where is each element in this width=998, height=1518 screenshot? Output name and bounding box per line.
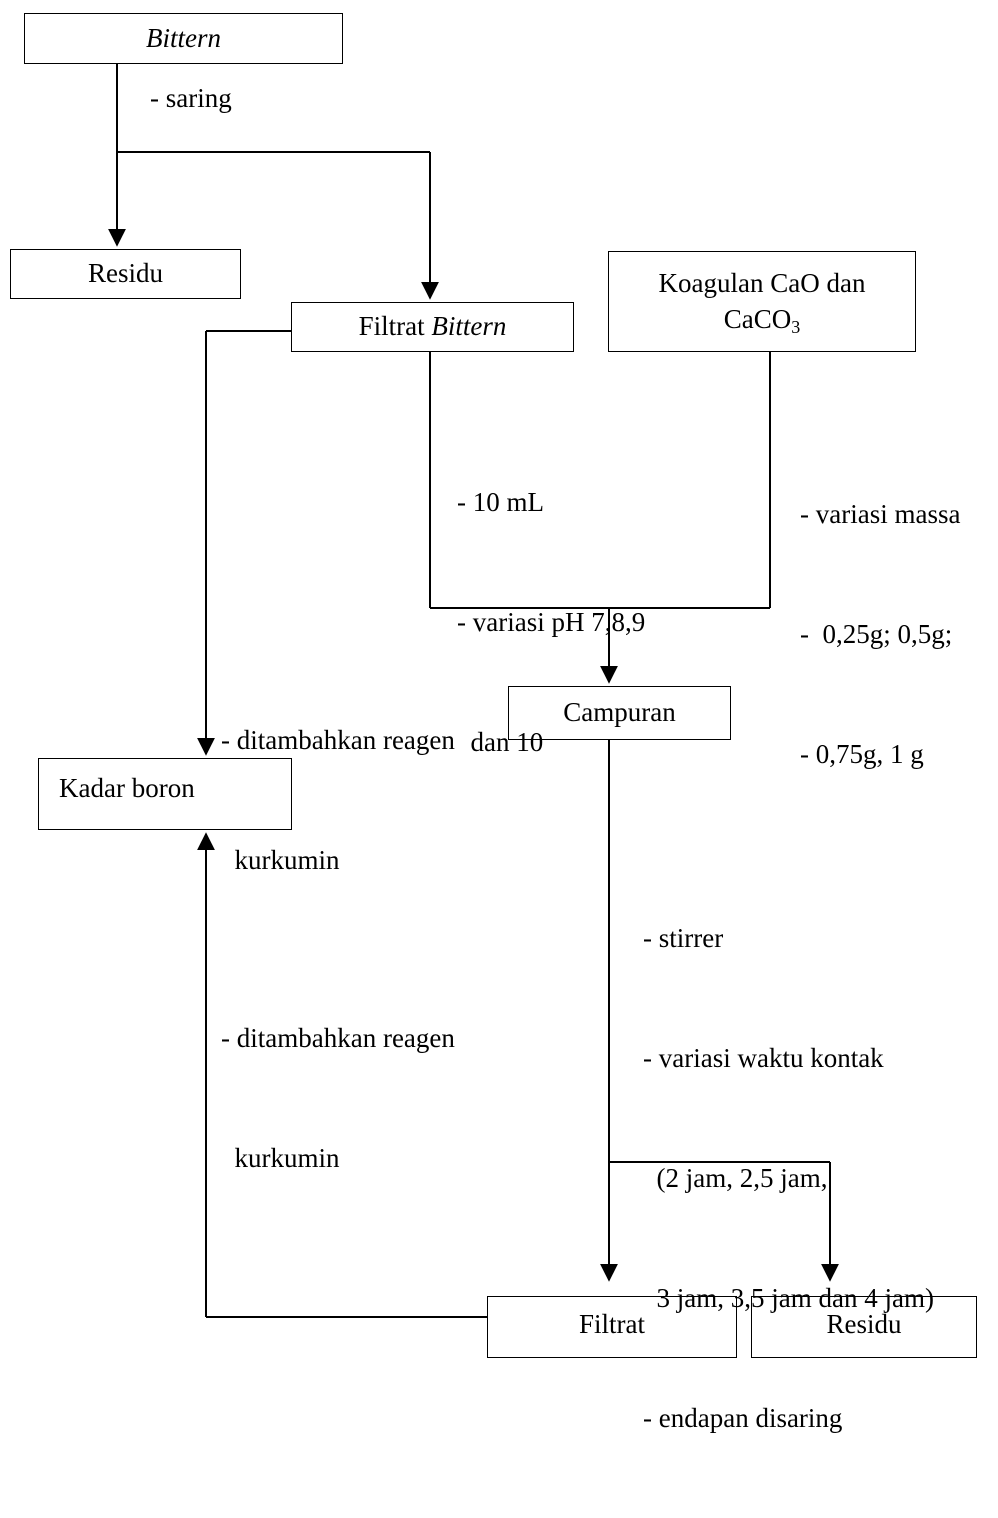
reagen-bottom-note: - ditambahkan reagen kurkumin	[221, 938, 455, 1258]
connector-lines	[108, 63, 839, 1318]
bittern-box: Bittern	[24, 13, 343, 64]
reagen-top-note: - ditambahkan reagen kurkumin	[221, 640, 455, 960]
residu-bottom-label: Residu	[826, 1309, 902, 1339]
saring-note: - saring	[150, 78, 232, 118]
reagen-top-line: kurkumin	[221, 845, 340, 875]
residu-top-box: Residu	[10, 249, 241, 299]
filtrat-bittern-prefix: Filtrat	[358, 311, 432, 342]
koagulan-formula-subscript: 3	[791, 316, 801, 337]
filtrat-step: - variasi pH 7,8,9	[457, 607, 646, 637]
filtrat-label: Filtrat	[579, 1309, 645, 1339]
reagen-top-line: - ditambahkan reagen	[221, 725, 455, 755]
filtrat-step: - 10 mL	[457, 487, 544, 517]
reagen-bottom-line: - ditambahkan reagen	[221, 1023, 455, 1053]
massa-step: - variasi massa	[800, 499, 961, 529]
filtrat-steps-note: - 10 mL - variasi pH 7,8,9 dan 10	[457, 402, 645, 842]
koagulan-line1: Koagulan CaO dan	[658, 268, 866, 299]
campuran-label: Campuran	[563, 697, 676, 728]
kadar-boron-box: Kadar boron	[38, 758, 292, 830]
koagulan-formula-base: CaCO	[723, 303, 792, 334]
campuran-step: - endapan disaring	[643, 1403, 843, 1433]
filtrat-bittern-label: Filtrat Bittern	[359, 309, 507, 344]
massa-steps-note: - variasi massa - 0,25g; 0,5g; - 0,75g, …	[800, 414, 960, 854]
massa-step: - 0,25g; 0,5g;	[800, 619, 953, 649]
campuran-box: Campuran	[508, 686, 731, 740]
campuran-steps-note: - stirrer - variasi waktu kontak (2 jam,…	[643, 838, 934, 1518]
filtrat-bittern-box: Filtrat Bittern	[291, 302, 574, 352]
kadar-boron-label: Kadar boron	[59, 773, 195, 803]
campuran-step: (2 jam, 2,5 jam,	[643, 1163, 828, 1193]
campuran-step: 3 jam, 3,5 jam dan 4 jam)	[643, 1283, 934, 1313]
campuran-step: - variasi waktu kontak	[643, 1043, 884, 1073]
residu-bottom-box: Residu	[751, 1296, 977, 1358]
filtrat-box: Filtrat	[487, 1296, 737, 1358]
filtrat-step: dan 10	[457, 727, 544, 757]
koagulan-box: Koagulan CaO dan CaCO3	[608, 251, 916, 352]
reagen-bottom-line: kurkumin	[221, 1143, 340, 1173]
bittern-label: Bittern	[146, 22, 221, 53]
massa-step: - 0,75g, 1 g	[800, 739, 924, 769]
flowchart: Bittern Residu Filtrat Bittern Koagulan …	[10, 13, 977, 1433]
campuran-step: - stirrer	[643, 923, 724, 953]
saring-text: - saring	[150, 83, 232, 113]
koagulan-line2: CaCO3	[724, 302, 801, 337]
residu-top-label: Residu	[87, 258, 163, 289]
filtrat-bittern-italic: Bittern	[431, 311, 507, 342]
